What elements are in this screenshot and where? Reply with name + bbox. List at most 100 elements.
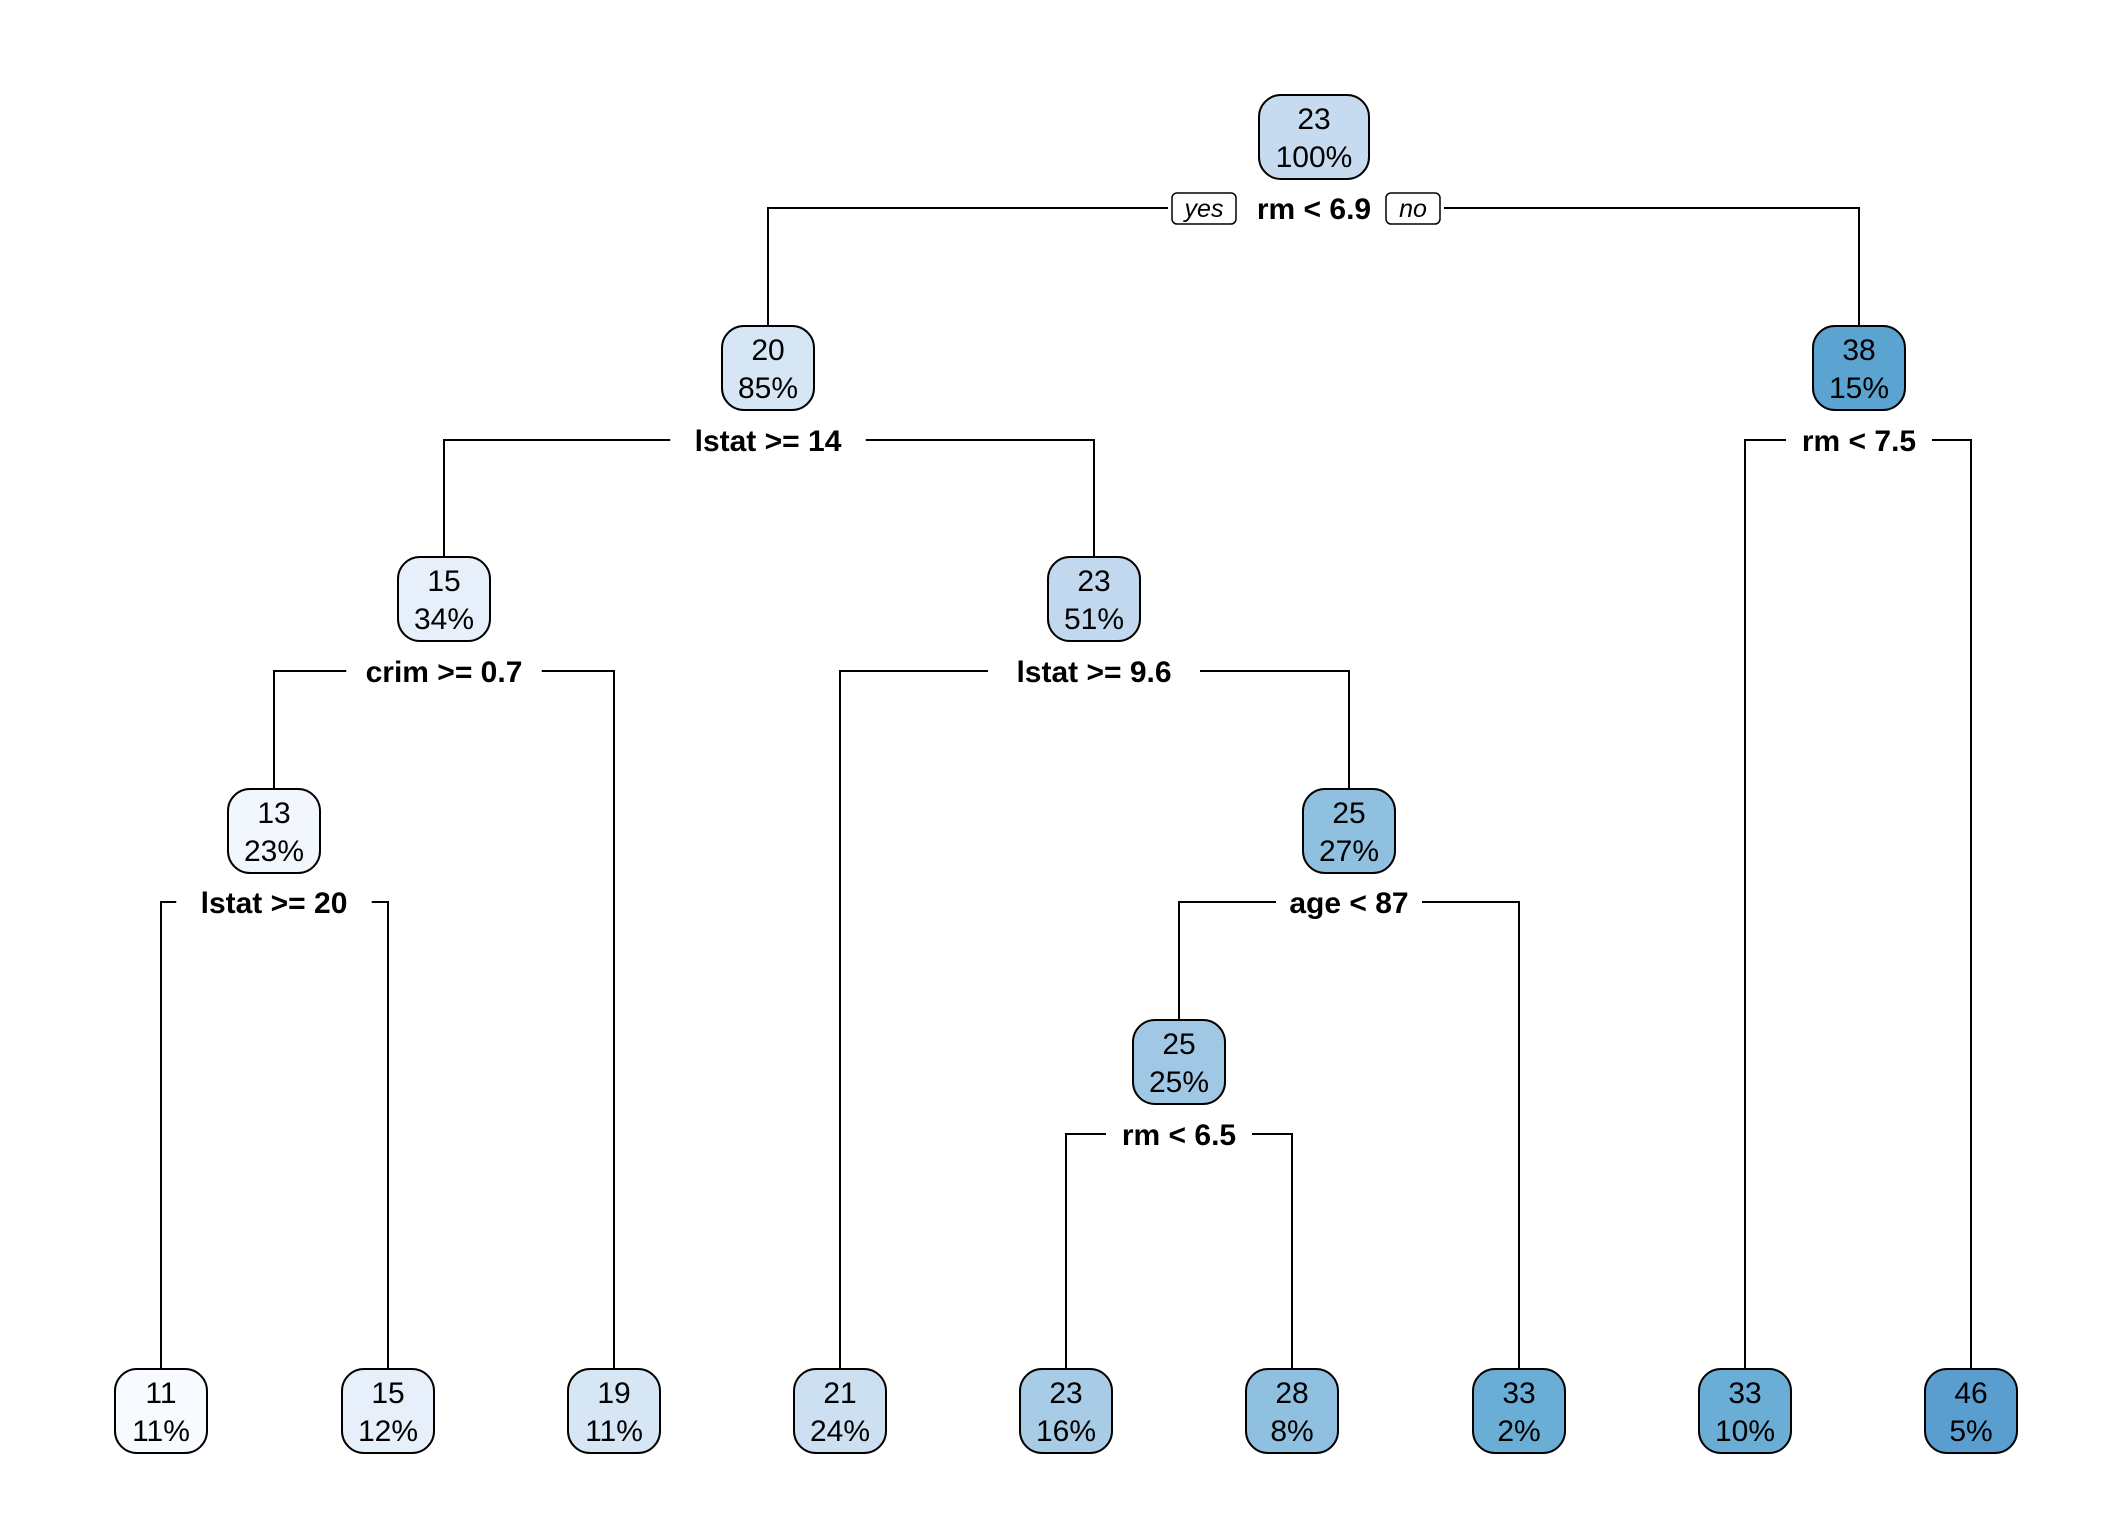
node-percent: 15% bbox=[1829, 372, 1889, 405]
node-percent: 100% bbox=[1276, 141, 1353, 174]
tree-node-l6: 288% bbox=[1245, 1368, 1339, 1454]
tree-node-l9: 465% bbox=[1924, 1368, 2018, 1454]
edge-n4-l3 bbox=[541, 670, 615, 1369]
node-percent: 5% bbox=[1949, 1415, 1992, 1448]
edge-n22-l5 bbox=[1065, 1133, 1106, 1369]
split-label-n3: rm < 7.5 bbox=[1802, 425, 1916, 458]
node-percent: 11% bbox=[132, 1415, 190, 1448]
edge-n2-n4 bbox=[443, 439, 671, 557]
node-value: 15 bbox=[371, 1377, 404, 1410]
node-percent: 11% bbox=[585, 1415, 643, 1448]
node-percent: 24% bbox=[810, 1415, 870, 1448]
node-value: 25 bbox=[1332, 797, 1365, 830]
no-branch-label: no bbox=[1399, 195, 1427, 223]
edge-n8-l2 bbox=[371, 901, 389, 1369]
node-value: 19 bbox=[597, 1377, 630, 1410]
edge-n5-l4 bbox=[839, 670, 988, 1369]
node-percent: 25% bbox=[1149, 1066, 1209, 1099]
edge-n11-l7 bbox=[1422, 901, 1520, 1369]
tree-nodes: 23100%2085%3815%1534%2351%1323%2527%2525… bbox=[114, 94, 2018, 1454]
no-branch-tag: no bbox=[1385, 192, 1441, 225]
node-box bbox=[567, 1368, 661, 1454]
node-box bbox=[114, 1368, 208, 1454]
node-box bbox=[1019, 1368, 1113, 1454]
split-label-n5: lstat >= 9.6 bbox=[1016, 656, 1171, 689]
split-label-n4: crim >= 0.7 bbox=[366, 656, 523, 689]
split-label-n8: lstat >= 20 bbox=[201, 887, 348, 920]
node-value: 28 bbox=[1275, 1377, 1308, 1410]
node-percent: 8% bbox=[1270, 1415, 1313, 1448]
node-box bbox=[1472, 1368, 1566, 1454]
node-percent: 51% bbox=[1064, 603, 1124, 636]
split-label-n22: rm < 6.5 bbox=[1122, 1119, 1236, 1152]
branch-direction-labels: yes no bbox=[1171, 192, 1441, 225]
node-box bbox=[1132, 1019, 1226, 1105]
edge-n1-n2 bbox=[767, 207, 1168, 326]
node-percent: 23% bbox=[244, 835, 304, 868]
node-box bbox=[341, 1368, 435, 1454]
node-value: 11 bbox=[145, 1377, 176, 1410]
node-value: 23 bbox=[1297, 103, 1330, 136]
node-value: 23 bbox=[1049, 1377, 1082, 1410]
node-value: 23 bbox=[1077, 565, 1110, 598]
node-percent: 27% bbox=[1319, 835, 1379, 868]
node-box bbox=[1812, 325, 1906, 411]
node-box bbox=[227, 788, 321, 874]
node-box bbox=[1245, 1368, 1339, 1454]
node-value: 21 bbox=[823, 1377, 856, 1410]
edge-n4-n8 bbox=[273, 670, 347, 789]
node-box bbox=[793, 1368, 887, 1454]
node-box bbox=[397, 556, 491, 642]
tree-node-n1: 23 100% bbox=[1258, 94, 1370, 180]
node-box bbox=[1924, 1368, 2018, 1454]
node-value: 20 bbox=[751, 334, 784, 367]
edge-n8-l1 bbox=[160, 901, 177, 1369]
edge-n3-l9 bbox=[1932, 439, 1972, 1369]
node-value: 38 bbox=[1842, 334, 1875, 367]
node-percent: 12% bbox=[358, 1415, 418, 1448]
split-label-n1: rm < 6.9 bbox=[1257, 193, 1371, 226]
edge-n1-n3 bbox=[1444, 207, 1860, 326]
split-label-n2: lstat >= 14 bbox=[695, 425, 842, 458]
node-value: 15 bbox=[427, 565, 460, 598]
edge-n11-n22 bbox=[1178, 901, 1276, 1020]
edge-n2-n5 bbox=[865, 439, 1095, 557]
tree-edges bbox=[160, 207, 1972, 1369]
yes-branch-tag: yes bbox=[1171, 192, 1237, 225]
edge-n3-l8 bbox=[1744, 439, 1786, 1369]
node-box bbox=[1698, 1368, 1792, 1454]
node-percent: 10% bbox=[1715, 1415, 1775, 1448]
node-percent: 16% bbox=[1036, 1415, 1096, 1448]
node-value: 33 bbox=[1502, 1377, 1535, 1410]
node-value: 13 bbox=[257, 797, 290, 830]
yes-branch-label: yes bbox=[1183, 195, 1224, 223]
node-value: 25 bbox=[1162, 1028, 1195, 1061]
node-box bbox=[1258, 94, 1370, 180]
node-value: 46 bbox=[1954, 1377, 1987, 1410]
edge-n22-l6 bbox=[1252, 1133, 1293, 1369]
split-labels: rm < 6.9 lstat >= 14 rm < 7.5 crim >= 0.7 ls… bbox=[201, 193, 1917, 1152]
node-box bbox=[721, 325, 815, 411]
edge-n5-n11 bbox=[1200, 670, 1350, 789]
node-percent: 85% bbox=[738, 372, 798, 405]
node-value: 33 bbox=[1728, 1377, 1761, 1410]
node-box bbox=[1047, 556, 1141, 642]
tree-node-l7: 332% bbox=[1472, 1368, 1566, 1454]
node-percent: 2% bbox=[1497, 1415, 1540, 1448]
node-percent: 34% bbox=[414, 603, 474, 636]
node-box bbox=[1302, 788, 1396, 874]
